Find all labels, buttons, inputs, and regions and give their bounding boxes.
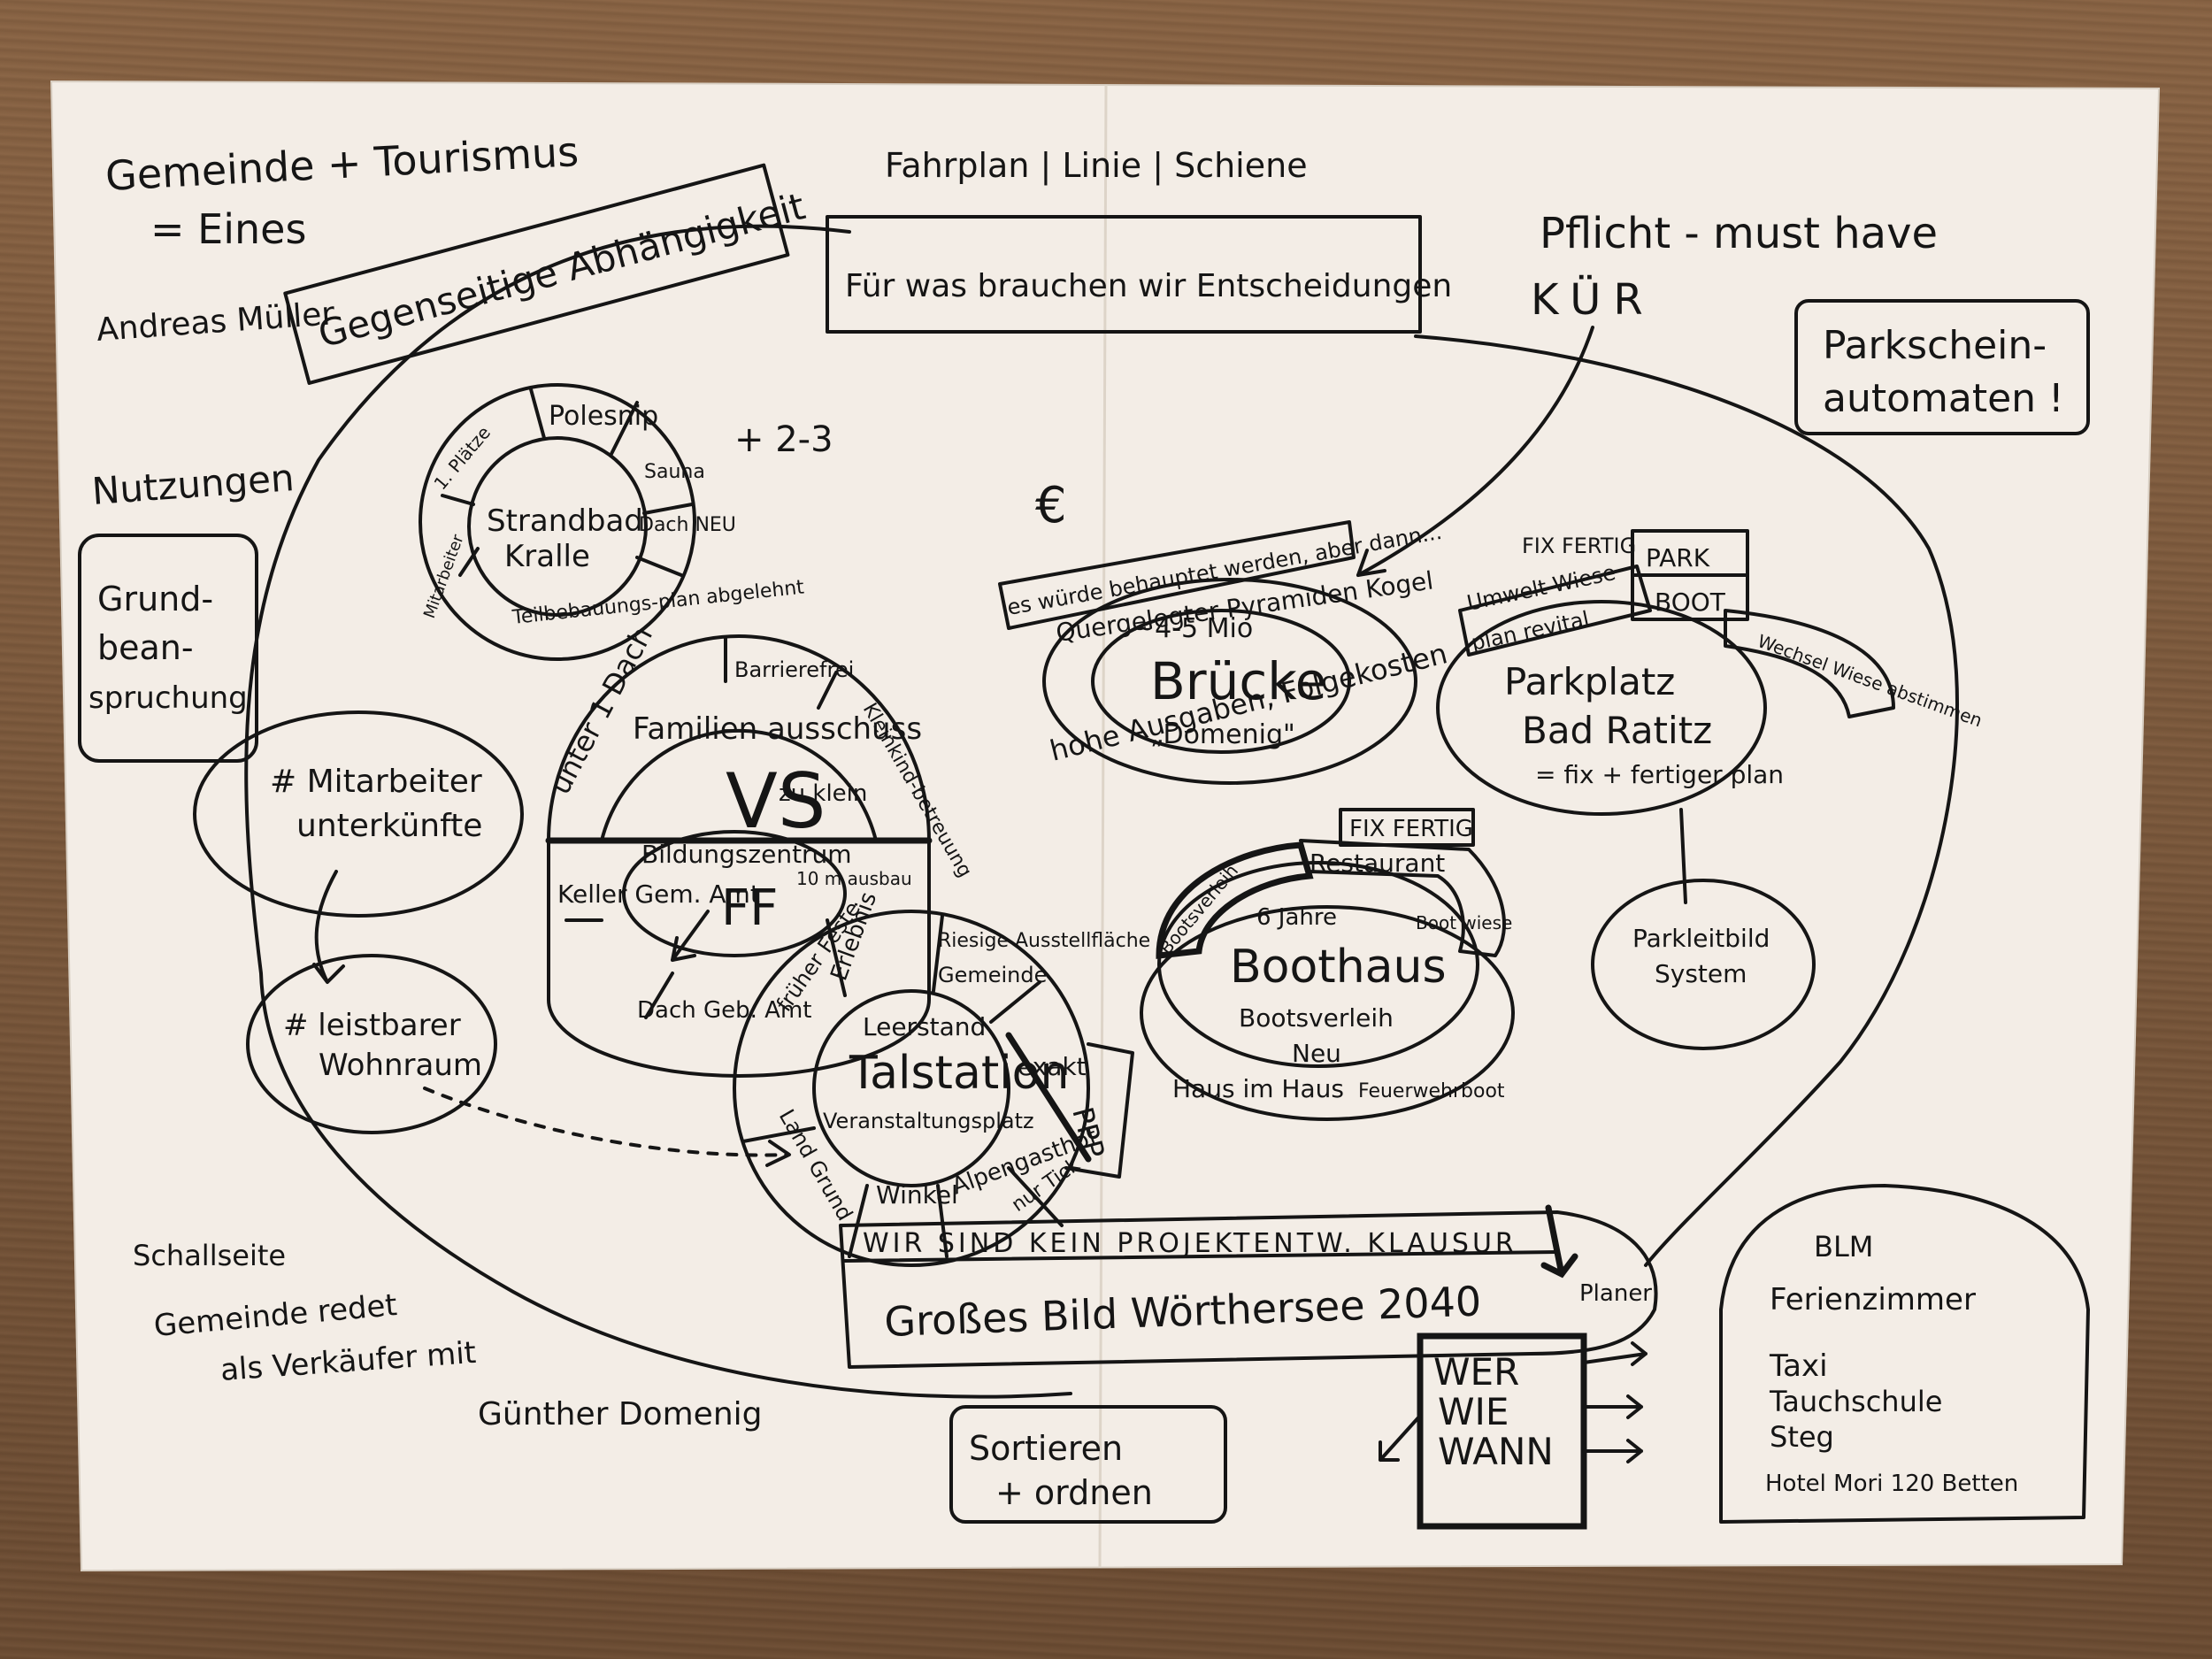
strandbad-segment-dach: Dach NEU (639, 514, 736, 536)
vs-center: VS (726, 757, 826, 846)
fahrplan-label: Fahrplan | Linie | Schiene (885, 146, 1308, 186)
arrow-mitarbeiter-down (312, 870, 345, 984)
planer-arrow (1540, 1204, 1578, 1279)
wer-arrow-2 (1582, 1394, 1643, 1419)
parkplatz-center-1: Parkplatz (1504, 660, 1675, 703)
wann-label: WANN (1438, 1430, 1554, 1473)
strandbad-center-1: Strandbad (487, 503, 643, 539)
boothaus-bottom-1: Haus im Haus (1172, 1074, 1344, 1103)
parkplatz-sub: = fix + fertiger plan (1535, 760, 1784, 789)
boothaus-restaurant: Restaurant (1310, 849, 1445, 878)
bruecke-cost: ~4-5 Mio (1133, 613, 1253, 644)
wer-label: WER (1433, 1350, 1519, 1394)
talstation-center: Talstation (849, 1047, 1069, 1100)
gemeinde-subtitle: = Eines (150, 205, 306, 253)
euro-sign: € (1035, 477, 1067, 534)
right-list-block: BLM Ferienzimmer Taxi Tauchschule Steg H… (1719, 1184, 2090, 1524)
right-list-item-4: Tauchschule (1769, 1385, 1942, 1418)
vs-outer-dach-geb: Dach Geb. Amt (637, 997, 811, 1024)
boothaus-sub-2: Neu (1292, 1039, 1341, 1068)
wer-wie-wann-box: WER WIE WANN (1379, 1333, 1647, 1530)
bruecke-center: Brücke (1150, 651, 1327, 711)
vs-inner-ausbau: 10 m ausbau (796, 868, 912, 889)
klausur-label: WIR SIND KEIN PROJEKTENTW. KLAUSUR (863, 1228, 1517, 1259)
wie-label: WIE (1438, 1390, 1509, 1433)
vs-inner-familien: Familien ausschuss (633, 711, 922, 747)
vs-outer-barrierefrei: Barrierefrei (734, 657, 854, 682)
pflicht-label: Pflicht - must have (1540, 209, 1938, 258)
guenther-label: Günther Domenig (478, 1396, 763, 1432)
boothaus-sub-1: Bootsverleih (1239, 1003, 1394, 1033)
strandbad-segment-polesnip: Polesnip (549, 401, 658, 432)
boothaus-bottom-2: Feuerwehrboot (1358, 1080, 1505, 1102)
arrow-to-bruecke (1356, 326, 1594, 577)
talstation-riesige: Riesige Ausstellfläche (938, 930, 1150, 952)
leitsystem-bubble (1591, 879, 1816, 1050)
wohnraum-line-2: Wohnraum (319, 1048, 482, 1083)
vs-inner-ff: FF (721, 879, 778, 937)
parkplatz-boot: BOOT (1655, 588, 1726, 617)
mitarbeiter-line-1: # Mitarbeiter (270, 764, 482, 800)
schall-label: Schallseite (133, 1239, 286, 1272)
dotted-arrow-head (765, 1140, 791, 1167)
vs-outer-keller: Keller Gem. Amt (557, 879, 760, 909)
parkplatz-park: PARK (1646, 543, 1710, 572)
grund-line-1: Grund- (97, 580, 213, 618)
parkschein-box (1794, 299, 2090, 435)
grund-line-2: bean- (97, 628, 194, 667)
paper-sheet (50, 80, 2161, 1572)
decisions-box (826, 215, 1422, 334)
wer-arrow-1 (1582, 1341, 1647, 1366)
bruecke-sub: „Domenig" (1150, 719, 1295, 750)
wohnraum-bubble (246, 954, 497, 1134)
outer-loop-path (244, 224, 1072, 1399)
plus-label: + 2-3 (734, 419, 833, 460)
mitarbeiter-bubble (193, 710, 524, 918)
grund-line-3: spruchung (88, 680, 248, 716)
right-list-item-3: Taxi (1769, 1348, 1828, 1384)
strandbad-center-2: Kralle (504, 539, 590, 574)
grund-box (78, 534, 258, 763)
boothaus-fix: FIX FERTIG (1349, 816, 1473, 842)
sortieren-box: Sortieren + ordnen (949, 1405, 1227, 1524)
right-loop-path (1414, 334, 1959, 1267)
parkplatz-fix: FIX FERTIG (1522, 534, 1636, 558)
right-list-item-6: Hotel Mori 120 Betten (1765, 1471, 2018, 1497)
leitsystem-line-2: System (1655, 959, 1747, 988)
talstation-exakt: exakt (1018, 1052, 1087, 1081)
parkschein-line2: automaten ! (1823, 376, 2064, 421)
boothaus-fix-box (1339, 808, 1475, 847)
bruecke-banner (998, 520, 1356, 630)
right-list-item-5: Steg (1770, 1420, 1834, 1454)
vs-arrow (671, 910, 710, 962)
talstation-gemeinde: Gemeinde (938, 963, 1047, 987)
wer-arrow-4 (1379, 1414, 1422, 1462)
boothaus-center: Boothaus (1230, 941, 1447, 994)
talstation-leerstand: Leerstand (863, 1012, 986, 1041)
decisions-label: Für was brauchen wir Entscheidungen (845, 268, 1452, 304)
leitsystem-line-1: Parkleitbild (1632, 924, 1770, 953)
vs-inner-zuklein: zu klein (779, 780, 867, 807)
sortieren-line-2: + ordnen (995, 1473, 1153, 1512)
boothaus-jahre: 6 Jahre (1256, 904, 1337, 931)
arrow-to-bruecke-head (1356, 549, 1386, 577)
sortieren-line-1: Sortieren (969, 1429, 1123, 1468)
vs-inner-bildung: Bildungszentrum (641, 840, 852, 869)
kuer-label: KÜR (1531, 275, 1655, 325)
planer-label: Planer (1579, 1280, 1652, 1307)
parkschein-line1: Parkschein- (1823, 323, 2047, 368)
parkplatz-center-2: Bad Ratitz (1522, 709, 1712, 752)
strandbad-segment-sauna: Sauna (644, 461, 705, 483)
talstation-veranstaltung: Veranstaltungsplatz (823, 1109, 1034, 1133)
dotted-arrow (423, 1087, 789, 1157)
right-list-item-1: BLM (1814, 1230, 1873, 1263)
right-list-item-2: Ferienzimmer (1770, 1282, 1976, 1317)
wohnraum-line-1: # leistbarer (283, 1008, 461, 1043)
mitarbeiter-line-2: unterkünfte (296, 808, 482, 844)
talstation-winkel: Winkel (876, 1180, 958, 1210)
boothaus-bootwiese: Boot wiese (1416, 912, 1512, 933)
wer-arrow-3 (1582, 1439, 1643, 1463)
